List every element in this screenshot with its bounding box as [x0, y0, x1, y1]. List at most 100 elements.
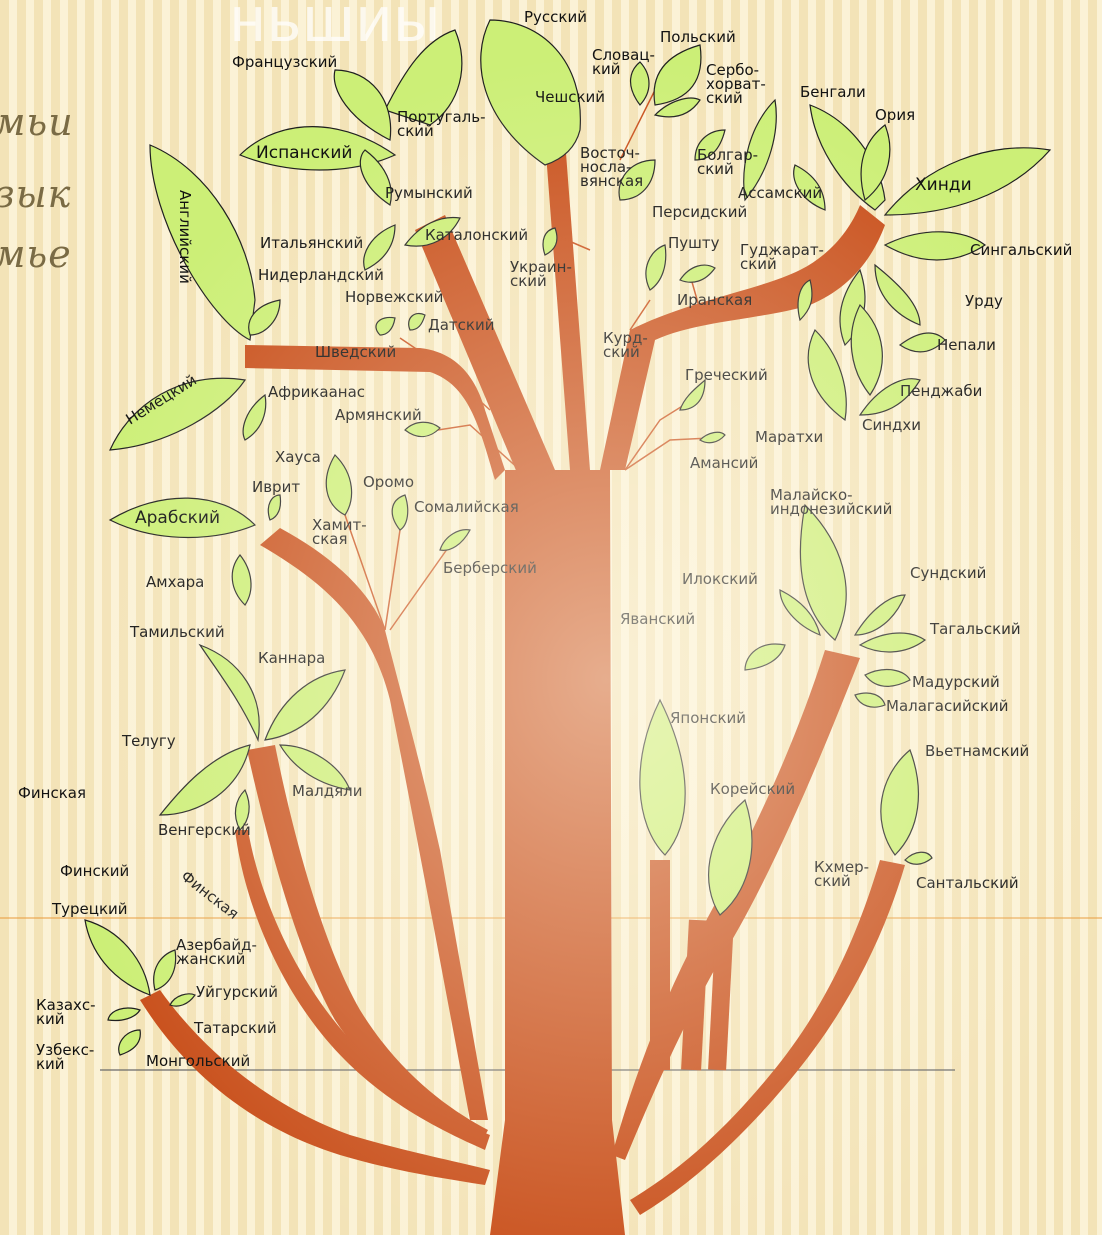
- label-dutch: Нидерландский: [258, 266, 384, 284]
- label-khmer: Кхмер-ский: [814, 858, 869, 890]
- leaf-marathi: [807, 328, 847, 422]
- leaf-kurdish: [645, 244, 667, 291]
- label-santali: Сантальский: [916, 874, 1019, 892]
- label-uighur: Уйгурский: [196, 983, 278, 1001]
- label-iranian: Иранская: [677, 291, 752, 309]
- leaf-greek: [679, 378, 706, 411]
- label-malagasy: Малагасийский: [886, 697, 1009, 715]
- label-urdu: Урду: [965, 292, 1003, 310]
- label-hindi: Хинди: [915, 175, 972, 195]
- label-italian: Итальянский: [260, 234, 363, 252]
- label-ilocano: Илокский: [682, 570, 758, 588]
- label-oriya: Ория: [875, 106, 915, 124]
- leaf-uighur: [169, 993, 196, 1007]
- label-kannada: Каннара: [258, 649, 325, 667]
- label-finnic: Финская: [18, 784, 86, 802]
- label-madurese: Мадурский: [912, 673, 1000, 691]
- label-french: Французский: [232, 53, 337, 71]
- leaf-azerbaijani: [153, 949, 177, 991]
- label-hebrew: Иврит: [252, 478, 300, 496]
- label-amharic: Амхара: [146, 573, 204, 591]
- leaf-french: [333, 69, 392, 141]
- label-afrikaans: Африкаанас: [268, 383, 365, 401]
- leaf-norwegian: [375, 316, 396, 336]
- label-punjabi: Пенджаби: [900, 382, 982, 400]
- leaf-tamil: [198, 643, 260, 743]
- leaf-polish: [653, 44, 702, 106]
- leaf-berber: [439, 529, 471, 551]
- label-azerbaijani: Азербайд-жанский: [176, 936, 257, 968]
- label-sundanese: Сундский: [910, 564, 986, 582]
- label-assamese: Ассамский: [738, 184, 822, 202]
- label-japanese: Японский: [670, 709, 746, 727]
- label-sindhi: Синдхи: [862, 416, 921, 434]
- label-greek: Греческий: [685, 366, 768, 384]
- branch-korean-a: [681, 919, 709, 1071]
- label-finnish-branch: Финская: [178, 867, 243, 923]
- label-hamitic: Хамит-ская: [312, 516, 367, 548]
- label-amansi: Амансий: [690, 454, 758, 472]
- leaf-kazakh: [107, 1007, 141, 1022]
- label-finnish: Финский: [60, 862, 129, 880]
- leaf-madurese: [864, 668, 911, 687]
- label-malayalam: Малдяли: [292, 782, 362, 800]
- leaf-tagalog: [858, 632, 927, 653]
- label-javanese: Яванский: [620, 610, 695, 628]
- leaf-oromo: [391, 494, 409, 531]
- trunk: [490, 470, 625, 1235]
- label-vietnamese: Вьетнамский: [925, 742, 1029, 760]
- label-norwegian: Норвежский: [345, 288, 443, 306]
- leaf-english: [149, 144, 256, 341]
- leaf-turkish: [84, 919, 151, 996]
- leaf-vietnamese: [880, 748, 920, 856]
- label-kazakh: Казахс-кий: [36, 996, 96, 1028]
- label-serbo: Сербо-хорват-ский: [706, 61, 766, 107]
- branch-japanese: [650, 860, 670, 1070]
- leaf-malagasy: [854, 692, 886, 708]
- label-persian: Персидский: [652, 203, 747, 221]
- twig-somali: [389, 544, 451, 631]
- leaf-amharic: [231, 554, 252, 606]
- label-somali: Сомалийская: [414, 498, 519, 516]
- label-tatar: Татарский: [193, 1019, 277, 1037]
- label-swedish: Шведский: [315, 343, 396, 361]
- label-korean: Корейский: [710, 780, 795, 798]
- label-spanish: Испанский: [256, 143, 352, 163]
- label-oromo: Оромо: [363, 473, 414, 491]
- twig-oromo: [384, 529, 401, 631]
- leaf-oriya: [860, 124, 891, 202]
- leaf-italian: [363, 224, 396, 271]
- leaf-danish: [408, 312, 426, 331]
- leaf-uzbek: [118, 1029, 141, 1056]
- label-czech: Чешский: [535, 88, 605, 106]
- label-romanian: Румынский: [385, 184, 473, 202]
- label-nepali: Непали: [937, 336, 996, 354]
- leaf-hausa: [325, 454, 353, 516]
- label-bengali: Бенгали: [800, 83, 866, 101]
- label-pashto: Пушту: [668, 234, 720, 252]
- leaf-amansi: [699, 431, 726, 444]
- leaf-armenian: [404, 421, 441, 438]
- label-marathi: Маратхи: [755, 428, 823, 446]
- label-hausa: Хауса: [275, 448, 321, 466]
- leaf-afrikaans: [242, 393, 267, 441]
- label-sinhala: Сингальский: [970, 241, 1072, 259]
- leaf-kannada: [264, 669, 346, 741]
- label-arabic: Арабский: [135, 508, 220, 528]
- label-malay: Малайско-индонезийский: [770, 486, 892, 518]
- leaf-sundanese: [853, 594, 906, 636]
- label-danish: Датский: [428, 316, 494, 334]
- leaf-santali: [904, 851, 933, 865]
- label-portuguese: Португаль-ский: [397, 108, 486, 140]
- label-turkish: Турецкий: [51, 900, 128, 918]
- label-russian: Русский: [524, 8, 587, 26]
- label-polish: Польский: [660, 28, 736, 46]
- leaf-urdu: [874, 263, 921, 326]
- label-english: Английский: [176, 190, 194, 284]
- leaf-pashto: [679, 264, 716, 283]
- leaf-hebrew: [267, 494, 282, 521]
- leaf-punjabi: [850, 303, 883, 397]
- label-catalan: Каталонский: [425, 226, 528, 244]
